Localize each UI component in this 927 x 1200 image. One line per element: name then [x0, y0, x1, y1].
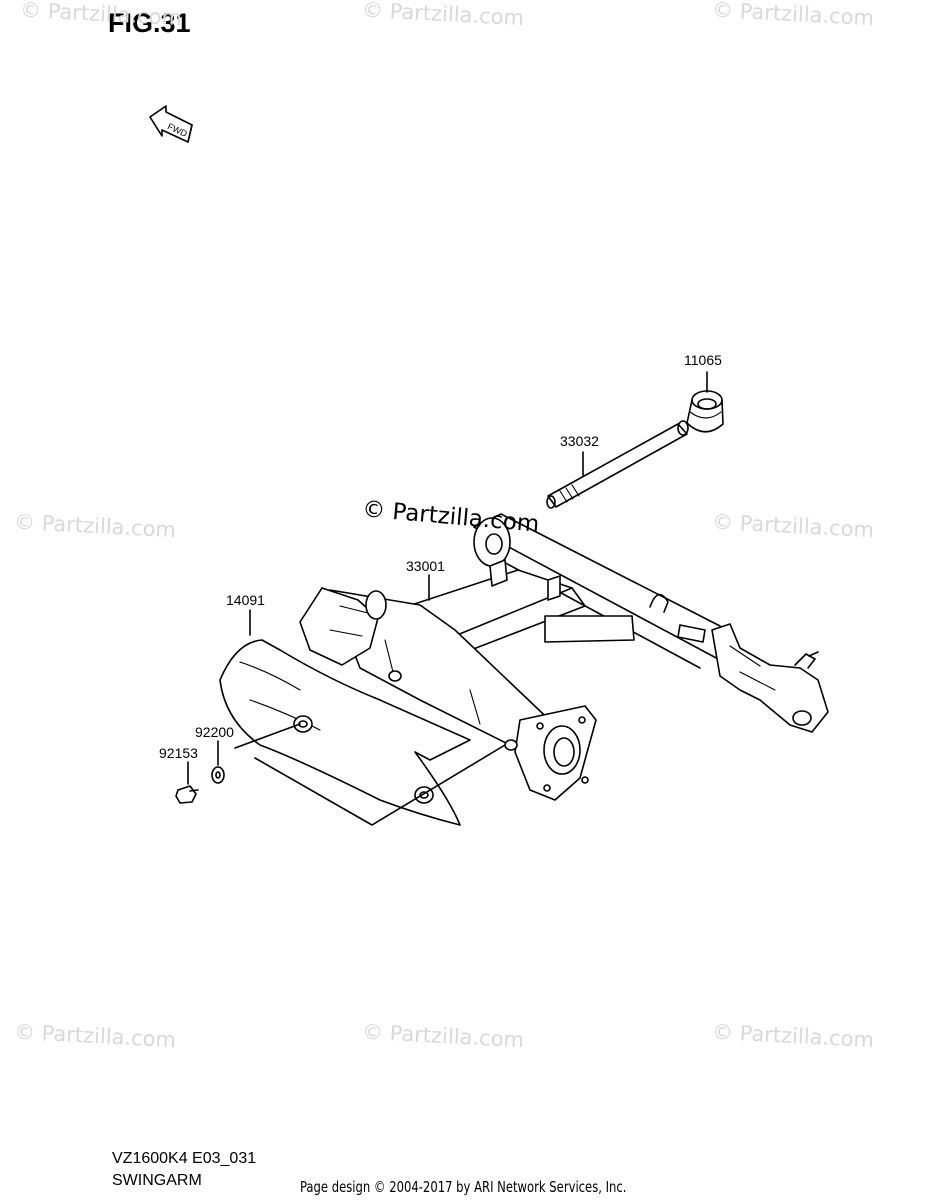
part-label-92200[interactable]: 92200	[195, 724, 234, 740]
bolt-part	[175, 785, 199, 804]
figure-title: FIG.31	[108, 8, 191, 38]
model-code: VZ1600K4 E03_031	[112, 1150, 257, 1167]
part-label-14091[interactable]: 14091	[226, 592, 265, 608]
part-label-33032[interactable]: 33032	[560, 433, 599, 449]
part-label-92153[interactable]: 92153	[159, 745, 198, 761]
copyright-text: Page design © 2004-2017 by ARI Network S…	[300, 1178, 627, 1196]
washer-part	[211, 766, 225, 784]
bushing-part	[686, 390, 724, 433]
swingarm-frame-part	[299, 513, 829, 801]
part-label-33001[interactable]: 33001	[406, 558, 445, 574]
part-label-11065[interactable]: 11065	[684, 352, 722, 368]
pivot-shaft-part	[546, 420, 689, 509]
fwd-arrow-icon: FWD	[149, 105, 193, 143]
leader-lines	[187, 371, 708, 826]
section-name: SWINGARM	[112, 1172, 202, 1189]
